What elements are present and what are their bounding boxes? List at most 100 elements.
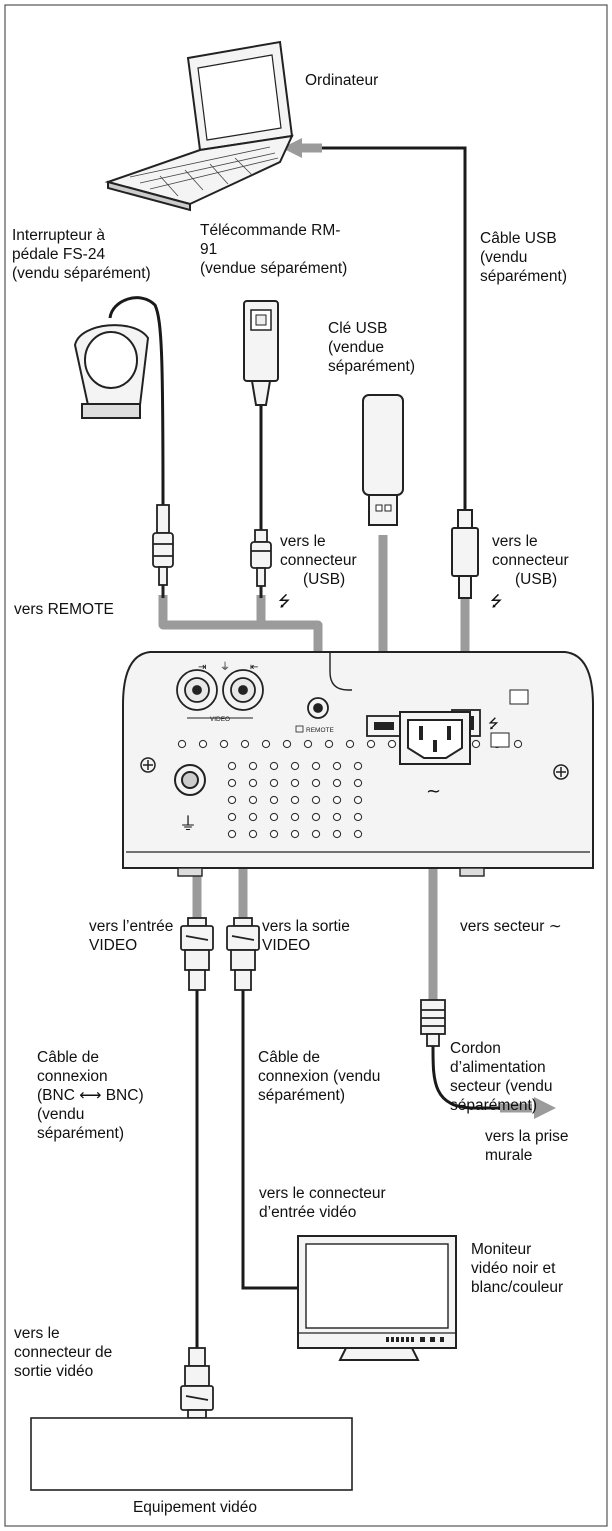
- video-in-jack: [176, 669, 218, 711]
- vent-hole: [282, 739, 292, 749]
- vent-hole: [332, 829, 342, 839]
- usb-key-icon: [362, 394, 404, 526]
- connection-lines: [158, 143, 532, 1113]
- label-usb-cable: Câble USB (vendu séparément): [480, 230, 567, 285]
- label-monitor: Moniteur vidéo noir et blanc/couleur: [471, 1241, 563, 1296]
- vent-hole: [269, 761, 279, 771]
- vent-hole: [513, 739, 523, 749]
- screw-icon: [140, 757, 156, 773]
- vent-hole: [332, 761, 342, 771]
- vent-hole: [290, 829, 300, 839]
- vent-hole: [353, 795, 363, 805]
- foot-pedal-icon: [73, 324, 150, 419]
- info-book-icon: [509, 689, 529, 705]
- usb-cable: [322, 146, 467, 510]
- vent-hole: [227, 778, 237, 788]
- vent-hole: [248, 761, 258, 771]
- label-to-usb-connector-2: vers le connecteur (USB): [492, 533, 573, 588]
- remote-panel-icon: [295, 725, 304, 733]
- bnc-plug-out-icon: [226, 917, 260, 991]
- vent-hole: [177, 739, 187, 749]
- vent-hole: [269, 829, 279, 839]
- vent-hole: [248, 795, 258, 805]
- vent-hole: [227, 761, 237, 771]
- vent-hole: [353, 761, 363, 771]
- video-in-icon: ⇥: [198, 662, 206, 673]
- remote-plug-icon: [250, 529, 272, 598]
- vent-hole: [269, 812, 279, 822]
- vent-hole: [324, 739, 334, 749]
- vent-hole: [332, 812, 342, 822]
- label-ordinateur: Ordinateur: [305, 72, 378, 89]
- vent-hole: [290, 795, 300, 805]
- power-cord: [431, 1044, 500, 1110]
- vent-hole: [366, 739, 376, 749]
- vent-hole: [311, 778, 321, 788]
- video-out-jack: [222, 669, 264, 711]
- label-remote-control: Télécommande RM- 91 (vendue séparément): [200, 222, 347, 277]
- ground-icon: ⏚: [220, 661, 230, 673]
- pedal-cable: [108, 296, 165, 506]
- vent-hole: [227, 812, 237, 822]
- vent-hole: [227, 829, 237, 839]
- label-to-video-input: vers l’entrée VIDEO: [89, 918, 178, 954]
- label-foot-pedal: Interrupteur à pédale FS-24 (vendu sépar…: [12, 227, 151, 282]
- label-to-video-input-connector: vers le connecteur d’entrée vidéo: [259, 1185, 390, 1221]
- vent-hole: [332, 795, 342, 805]
- usb-trident-icon: ⭍: [278, 592, 291, 610]
- bnc-plug-equipment-icon: [180, 1347, 214, 1419]
- label-to-usb-connector-1: vers le connecteur (USB): [280, 533, 361, 588]
- ac-tilde-icon: ~: [426, 781, 441, 802]
- vent-hole: [269, 778, 279, 788]
- label-power-cord: Cordon d’alimentation secteur (vendu sép…: [450, 1040, 557, 1114]
- usb-a-port-slot: [374, 722, 394, 730]
- vent-hole: [353, 829, 363, 839]
- vent-hole: [290, 761, 300, 771]
- vent-hole: [332, 778, 342, 788]
- label-to-mains: vers secteur ∼: [460, 918, 562, 935]
- info-book-icon: [490, 732, 510, 748]
- vent-hole: [387, 739, 397, 749]
- vent-hole: [261, 739, 271, 749]
- label-video-equipment: Equipement vidéo: [133, 1499, 257, 1516]
- label-to-video-output: vers la sortie VIDEO: [262, 918, 354, 954]
- pedal-plug-icon: [152, 504, 174, 598]
- vent-hole: [219, 739, 229, 749]
- label-bnc-cable: Câble de connexion (BNC ⟷ BNC) (vendu sé…: [37, 1049, 148, 1142]
- usb-trident-icon: ⭍: [490, 592, 503, 610]
- vent-hole: [345, 739, 355, 749]
- label-connection-cable: Câble de connexion (vendu séparément): [258, 1049, 385, 1104]
- vent-hole: [198, 739, 208, 749]
- vent-hole: [269, 795, 279, 805]
- ac-inlet: [399, 711, 471, 765]
- video-out-icon: ⇤: [250, 662, 258, 673]
- vent-hole: [290, 812, 300, 822]
- page-border: [4, 4, 608, 1527]
- ground-terminal: [174, 764, 206, 796]
- vent-hole: [248, 829, 258, 839]
- label-to-video-output-connector: vers le connecteur de sortie vidéo: [14, 1325, 117, 1380]
- ground-icon: ⏚: [179, 814, 197, 835]
- video-equipment-box: [30, 1417, 353, 1491]
- screw-icon: [553, 764, 569, 780]
- laptop-icon: [104, 40, 294, 212]
- monitor-control-buttons: [386, 1337, 444, 1342]
- video-monitor-icon: [297, 1235, 457, 1361]
- vent-hole: [471, 739, 481, 749]
- vent-hole: [290, 778, 300, 788]
- vent-hole: [353, 778, 363, 788]
- label-to-remote: vers REMOTE: [14, 601, 114, 618]
- remote-control-icon: [243, 300, 279, 406]
- arrow-to-computer: [282, 138, 302, 158]
- remote-panel-label: REMOTE: [306, 727, 334, 734]
- vent-hole: [303, 739, 313, 749]
- vent-hole: [311, 795, 321, 805]
- vent-hole: [248, 778, 258, 788]
- cables: [108, 146, 500, 1348]
- arrow-to-wall-outlet: [534, 1097, 556, 1119]
- usb-trident-icon: ⭍: [488, 717, 499, 732]
- label-to-wall-outlet: vers la prise murale: [485, 1128, 573, 1164]
- power-plug-icon: [420, 999, 446, 1047]
- video-panel-label: VIDEO: [210, 716, 230, 723]
